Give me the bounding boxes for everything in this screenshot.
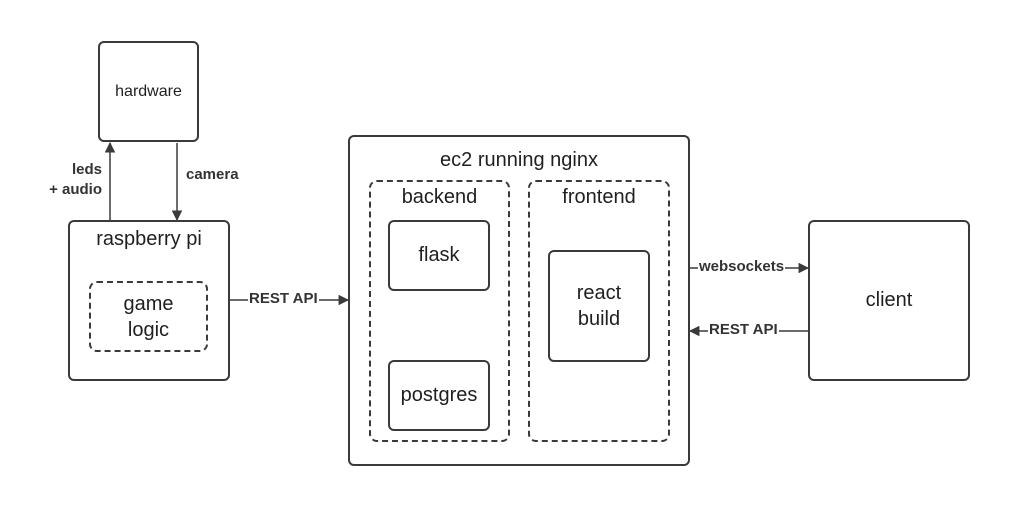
- game-logic-label-line1: game: [123, 292, 174, 315]
- edge-label-leds-line1: leds: [71, 161, 102, 178]
- react-build-label-line2: build: [577, 308, 621, 330]
- frontend-group: frontend: [528, 180, 670, 442]
- raspberry-pi-node: raspberry pi game logic: [68, 220, 230, 381]
- frontend-label: frontend: [562, 186, 636, 208]
- edge-label-leds-line2: + audio: [49, 181, 102, 198]
- ec2-label: ec2 running nginx: [440, 149, 598, 171]
- flask-node: flask: [388, 220, 490, 291]
- hardware-label: hardware: [115, 82, 182, 100]
- game-logic-node: game logic: [89, 281, 208, 352]
- postgres-node: postgres: [388, 360, 490, 431]
- client-label: client: [865, 289, 913, 311]
- edge-label-camera: camera: [186, 166, 239, 183]
- react-build-label-line1: react: [576, 282, 622, 304]
- hardware-node: hardware: [98, 41, 199, 142]
- client-node: client: [808, 220, 970, 381]
- edge-label-websockets: websockets: [698, 258, 786, 275]
- raspberry-pi-label: raspberry pi: [96, 228, 202, 250]
- game-logic-label-line2: logic: [127, 318, 170, 341]
- edge-label-rest-api-client: REST API: [708, 321, 779, 338]
- react-build-node: react build: [548, 250, 650, 362]
- backend-group: backend: [369, 180, 510, 442]
- backend-label: backend: [401, 186, 478, 208]
- edge-label-rest-api-pi: REST API: [248, 290, 319, 307]
- edge-label-leds: leds + audio: [40, 160, 102, 200]
- flask-label: flask: [418, 244, 460, 266]
- postgres-label: postgres: [400, 384, 478, 406]
